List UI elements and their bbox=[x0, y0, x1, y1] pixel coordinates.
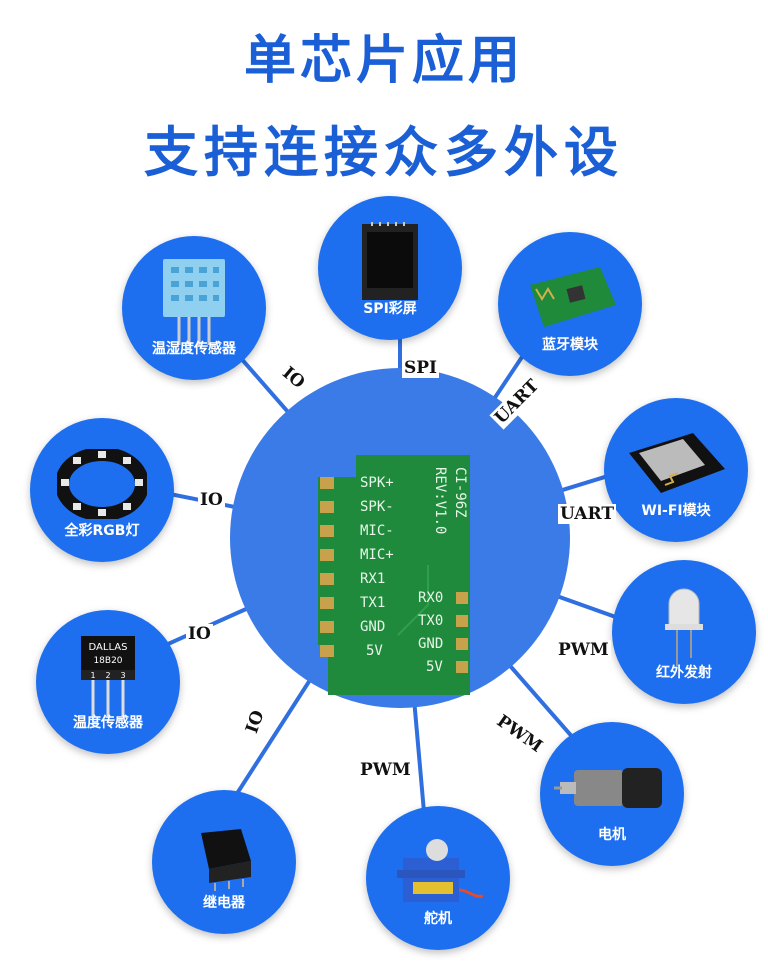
ci-96z-board: SPK+ SPK- MIC- MIC+ RX1 TX1 GND 5V RX0 T… bbox=[318, 455, 470, 695]
node-bluetooth: 蓝牙模块 bbox=[498, 232, 642, 376]
protocol-label-wifi: UART bbox=[558, 504, 616, 524]
node-wifi: WI-FI模块 bbox=[604, 398, 748, 542]
node-label: 继电器 bbox=[203, 895, 245, 911]
node-label: 红外发射 bbox=[656, 665, 712, 681]
node-infrared: 红外发射 bbox=[612, 560, 756, 704]
rgb-ring-icon bbox=[57, 449, 147, 520]
relay-icon bbox=[201, 829, 251, 892]
node-label: 舵机 bbox=[424, 911, 452, 927]
node-label: 电机 bbox=[598, 827, 626, 843]
protocol-label-infrared: PWM bbox=[556, 640, 611, 660]
protocol-label-temp: IO bbox=[186, 624, 213, 644]
board-name: CI-96Z bbox=[452, 467, 468, 518]
node-motor: 电机 bbox=[540, 722, 684, 866]
pin-label: GND bbox=[360, 619, 385, 635]
node-temp: DALLAS 18B20 1 2 3 温度传感器 bbox=[36, 610, 180, 754]
node-label: 温度传感器 bbox=[73, 715, 143, 731]
pin-number: 3 bbox=[120, 671, 125, 680]
node-label: SPI彩屏 bbox=[363, 301, 417, 317]
dht-sensor-icon bbox=[163, 259, 225, 346]
protocol-label-spi: SPI bbox=[402, 358, 440, 378]
motor-icon bbox=[554, 768, 662, 809]
pin-label: TX0 bbox=[418, 613, 443, 629]
pin-label: GND bbox=[418, 636, 443, 652]
protocol-label-servo: PWM bbox=[358, 760, 413, 780]
node-label: 全彩RGB灯 bbox=[64, 523, 140, 539]
lcd-screen-icon bbox=[362, 222, 418, 301]
led-icon bbox=[665, 588, 703, 667]
pin-label: MIC+ bbox=[360, 547, 394, 563]
chip-text: 18B20 bbox=[93, 656, 122, 666]
wifi-module-icon bbox=[629, 433, 725, 494]
chip-text: DALLAS bbox=[89, 642, 128, 653]
node-relay: 继电器 bbox=[152, 790, 296, 934]
node-label: WI-FI模块 bbox=[641, 503, 711, 519]
pin-label: 5V bbox=[366, 643, 383, 659]
node-label: 温湿度传感器 bbox=[152, 341, 236, 357]
node-servo: 舵机 bbox=[366, 806, 510, 950]
pin-label: RX0 bbox=[418, 590, 443, 606]
node-rgb: 全彩RGB灯 bbox=[30, 418, 174, 562]
pin-label: SPK+ bbox=[360, 475, 394, 491]
ds18b20-icon: DALLAS 18B20 1 2 3 bbox=[81, 636, 135, 717]
pin-label: MIC- bbox=[360, 523, 394, 539]
protocol-label-rgb: IO bbox=[198, 490, 225, 510]
node-humidity: 温湿度传感器 bbox=[122, 236, 266, 380]
servo-icon bbox=[397, 839, 483, 903]
pin-label: 5V bbox=[426, 659, 443, 675]
title-line-2: 支持连接众多外设 bbox=[144, 121, 624, 184]
title-line-1: 单芯片应用 bbox=[243, 31, 524, 91]
node-spi-screen: SPI彩屏 bbox=[318, 196, 462, 340]
bluetooth-module-icon bbox=[530, 267, 616, 328]
pin-label: SPK- bbox=[360, 499, 394, 515]
pin-number: 1 bbox=[90, 671, 95, 680]
node-label: 蓝牙模块 bbox=[542, 337, 598, 353]
pin-label: RX1 bbox=[360, 571, 385, 587]
pin-number: 2 bbox=[105, 671, 110, 680]
pin-label: TX1 bbox=[360, 595, 385, 611]
board-rev: REV:V1.0 bbox=[432, 467, 448, 534]
